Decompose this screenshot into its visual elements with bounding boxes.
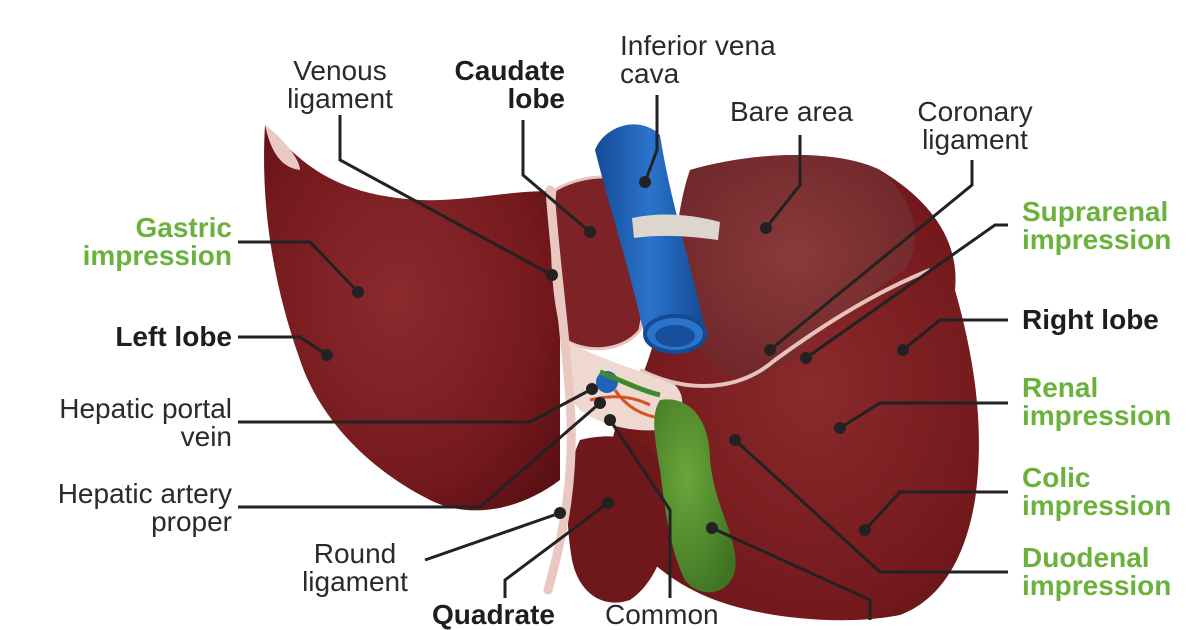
leader-gallbladder (711, 526, 872, 620)
label-inferior-vena-cava: Inferior vena cava (620, 32, 776, 88)
label-caudate-lobe: Caudate lobe (425, 57, 565, 113)
leader-hepatic-portal-vein (238, 387, 593, 424)
ivc-band (632, 214, 720, 240)
dot-right-lobe (897, 344, 909, 356)
label-suprarenal-impression-line1: Suprarenal (1022, 196, 1169, 227)
label-coronary-ligament-line1: Coronary (917, 96, 1033, 127)
label-caudate-lobe-line2: lobe (507, 83, 565, 114)
label-gastric-impression-line2: impression (82, 240, 232, 271)
coronary-ligament-edge (639, 268, 931, 388)
ivc-opening-inner (655, 325, 695, 347)
label-hepatic-artery-proper-line1: Hepatic artery (57, 478, 232, 509)
dot-suprarenal-impression (800, 352, 812, 364)
label-inferior-vena-cava-line2: cava (620, 58, 680, 89)
label-caudate-lobe-line1: Caudate (454, 55, 565, 86)
dot-hepatic-artery-proper (594, 397, 606, 409)
dot-round-ligament (554, 507, 566, 519)
label-common: Common (605, 601, 719, 629)
label-renal-impression-line2: impression (1022, 400, 1172, 431)
label-quadrate: Quadrate (432, 601, 555, 629)
label-inferior-vena-cava-line1: Inferior vena (620, 30, 776, 61)
dot-caudate-lobe (584, 226, 596, 238)
leader-left-lobe (238, 335, 328, 357)
bile-duct-shape (599, 369, 661, 398)
label-bare-area-line1: Bare area (730, 96, 853, 127)
dot-inferior-vena-cava (639, 176, 651, 188)
label-suprarenal-impression-line2: impression (1022, 224, 1172, 255)
dot-colic-impression (859, 524, 871, 536)
label-duodenal-impression: Duodenal impression (1022, 544, 1171, 600)
dot-coronary-ligament (764, 344, 776, 356)
label-hepatic-artery-proper: Hepatic artery proper (20, 480, 232, 536)
dot-common (604, 414, 616, 426)
label-colic-impression: Colic impression (1022, 464, 1171, 520)
quadrate-lobe-shape (567, 436, 671, 603)
leader-common (608, 419, 672, 598)
leader-quadrate (503, 501, 609, 598)
label-round-ligament: Round ligament (285, 540, 425, 596)
label-hepatic-portal-vein-line1: Hepatic portal (59, 393, 232, 424)
leader-caudate-lobe (521, 120, 591, 234)
label-right-lobe-line1: Right lobe (1022, 304, 1159, 335)
label-colic-impression-line1: Colic (1022, 462, 1091, 493)
label-round-ligament-line1: Round (313, 538, 397, 569)
leader-inferior-vena-cava (643, 95, 659, 183)
dot-gastric-impression (352, 286, 364, 298)
label-renal-impression-line1: Renal (1022, 372, 1099, 403)
ivc-shape (595, 124, 706, 352)
leader-renal-impression (839, 401, 1008, 430)
dot-gallbladder (706, 522, 718, 534)
leader-lines (238, 95, 1008, 620)
leader-coronary-ligament (769, 160, 974, 352)
leader-colic-impression (863, 490, 1008, 532)
leader-round-ligament (424, 511, 561, 562)
label-duodenal-impression-line1: Duodenal (1022, 542, 1150, 573)
label-left-lobe-line1: Left lobe (115, 321, 232, 352)
leader-dots (321, 176, 909, 536)
leader-right-lobe (902, 318, 1008, 352)
leader-duodenal-impression (733, 438, 1008, 574)
label-round-ligament-line2: ligament (302, 566, 408, 597)
leader-suprarenal-impression (805, 223, 1008, 360)
label-venous-ligament-line2: ligament (287, 83, 393, 114)
label-colic-impression-line2: impression (1022, 490, 1172, 521)
label-coronary-ligament: Coronary ligament (900, 98, 1050, 154)
label-hepatic-portal-vein-line2: vein (180, 421, 232, 452)
label-suprarenal-impression: Suprarenal impression (1022, 198, 1171, 254)
label-gastric-impression: Gastric impression (60, 214, 232, 270)
leader-bare-area (764, 135, 802, 229)
label-coronary-ligament-line2: ligament (922, 124, 1028, 155)
leader-gastric-impression (238, 240, 360, 294)
dot-bare-area (760, 222, 772, 234)
dot-left-lobe (321, 349, 333, 361)
leader-venous-ligament (338, 115, 553, 277)
label-venous-ligament-line1: Venous (293, 55, 387, 86)
label-common-line1: Common (605, 599, 719, 630)
dot-quadrate (602, 497, 614, 509)
label-venous-ligament: Venous ligament (270, 57, 410, 113)
bare-area-shape (674, 155, 916, 379)
label-renal-impression: Renal impression (1022, 374, 1171, 430)
dot-hepatic-portal-vein (586, 383, 598, 395)
dot-duodenal-impression (729, 434, 741, 446)
label-gastric-impression-line1: Gastric (135, 212, 233, 243)
leader-hepatic-artery-proper (238, 401, 601, 509)
left-lobe-shape (264, 125, 560, 511)
dot-venous-ligament (546, 269, 558, 281)
label-hepatic-artery-proper-line2: proper (151, 506, 232, 537)
label-right-lobe: Right lobe (1022, 306, 1159, 334)
label-quadrate-line1: Quadrate (432, 599, 555, 630)
label-bare-area: Bare area (730, 98, 853, 126)
label-left-lobe: Left lobe (60, 323, 232, 351)
gallbladder-shape (654, 399, 736, 593)
label-hepatic-portal-vein: Hepatic portal vein (20, 395, 232, 451)
dot-renal-impression (834, 422, 846, 434)
label-duodenal-impression-line2: impression (1022, 570, 1172, 601)
left-lobe-tip-highlight (265, 125, 300, 170)
